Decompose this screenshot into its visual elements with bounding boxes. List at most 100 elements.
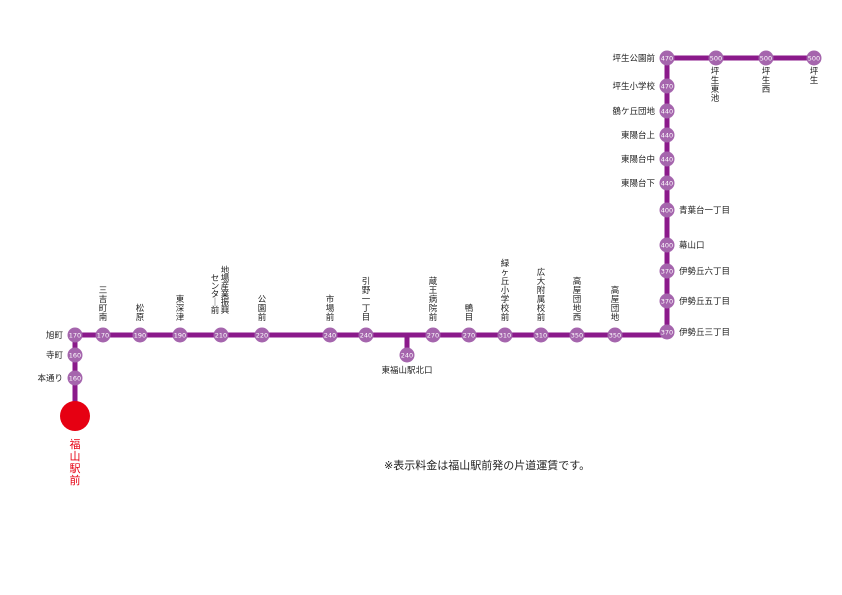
stop-label-miyoshi-minami: 三吉町南 [99,286,108,323]
stop-label-koen-mae: 公園前 [258,295,267,323]
fare-tsubo-school: 470 [661,82,673,90]
stop-marker-tsubo-nishi [758,50,774,66]
stop-marker-ichiba-mae [322,327,338,343]
stop-label-ise-6: 伊勢丘六丁目 [679,266,730,277]
stop-marker-tsubo-higashiike [708,50,724,66]
stop-label-ise-3: 伊勢丘三丁目 [679,327,730,338]
stop-label-jiba-center-col1: 地場産業振興 [221,265,230,316]
stop-marker-miyoshi-minami [95,327,111,343]
stop-marker-kamome [461,327,477,343]
fare-takaya-nishi: 350 [571,331,583,339]
stop-label-kamome: 鴨目 [465,303,474,323]
stop-label-kurao-byoin: 蔵王病院前 [429,276,438,323]
stop-label-tsubo-school: 坪生小学校 [612,81,655,92]
stop-label-matsuhiro: 松原 [136,303,145,323]
fare-matsuhiro: 190 [134,331,146,339]
terminal-label-char: 前 [70,473,81,487]
stop-label-makuyamaguchi: 幕山口 [679,240,705,251]
stop-marker-toyodai-shita [659,175,675,191]
fare-midorigaoka-school: 310 [499,331,511,339]
stop-marker-tsubo-koen [659,50,675,66]
fare-aobadai-1: 400 [661,206,673,214]
stop-label-tsubo-higashiike-col1: 坪生 [711,67,720,86]
fare-toyodai-naka: 440 [661,155,673,163]
stop-marker-toyodai-ue [659,127,675,143]
stop-label-hiro-fuzoku: 広大附属校前 [537,267,546,323]
fare-kamome: 270 [463,331,475,339]
fare-hikino-1: 240 [360,331,372,339]
fare-motodori: 160 [69,374,81,382]
stop-label-tsubo-nishi: 坪生西 [762,67,771,95]
fare-higashi-fukatsu: 190 [174,331,186,339]
stop-marker-tsubo-school [659,78,675,94]
stop-marker-jiba-center [213,327,229,343]
fare-tsubo: 500 [808,54,820,62]
stop-label-tsubo-koen: 坪生公園前 [612,53,655,64]
stop-marker-koen-mae [254,327,270,343]
fare-toyodai-ue: 440 [661,131,673,139]
fare-ise-6: 370 [661,267,673,275]
stop-marker-higashi-fukatsu [172,327,188,343]
fare-tsubo-koen: 470 [661,54,673,62]
stop-label-toyodai-shita: 東陽台下 [621,178,656,189]
fare-tsubo-nishi: 500 [760,54,772,62]
fare-miyoshi-minami: 170 [97,331,109,339]
stop-marker-hiro-fuzoku [533,327,549,343]
fare-takaya-danchi: 350 [609,331,621,339]
stop-marker-takaya-nishi [569,327,585,343]
stop-marker-makuyamaguchi [659,237,675,253]
terminal-label-char: 駅 [70,462,81,475]
stop-label-jiba-center-col2: センタ｜前 [211,274,220,316]
stop-marker-aobadai-1 [659,202,675,218]
terminal-stop-marker [60,401,90,431]
stop-label-asahimachi: 旭町 [46,330,64,341]
stop-label-midorigaoka-school: 緑ヶ丘小学校前 [501,258,510,323]
stop-marker-kurao-byoin [425,327,441,343]
main-route-line [72,55,817,405]
stop-label-tsurugaoka: 鶴ケ丘団地 [612,106,655,117]
stop-marker-higashi-fukuyama-kitaguchi [399,347,415,363]
stop-marker-matsuhiro [132,327,148,343]
fare-asahimachi: 170 [69,331,81,339]
fare-hiro-fuzoku: 310 [535,331,547,339]
terminal-label-char: 福 [70,437,81,451]
stop-marker-teramachi [67,347,83,363]
stop-label-teramachi: 寺町 [46,351,64,361]
terminal-stop-label: 福山駅前 [70,437,81,487]
stop-label-motodori: 本通り [37,373,63,384]
stop-marker-ise-5 [659,293,675,309]
fare-higashi-fukuyama-kitaguchi: 240 [401,351,413,359]
stop-label-toyodai-naka: 東陽台中 [621,154,655,165]
fare-ichiba-mae: 240 [324,331,336,339]
terminal-label-char: 山 [70,450,81,463]
stop-marker-tsubo [806,50,822,66]
fare-kurao-byoin: 270 [427,331,439,339]
stop-label-higashi-fukatsu: 東深津 [176,294,185,323]
fare-tsubo-higashiike: 500 [710,54,722,62]
stop-label-hikino-1: 引野一丁目 [362,277,371,323]
stop-marker-midorigaoka-school [497,327,513,343]
stop-label-ichiba-mae: 市場前 [326,294,335,323]
fare-makuyamaguchi: 400 [661,241,673,249]
stop-marker-tsurugaoka [659,103,675,119]
stop-label-takaya-danchi: 高屋団地 [611,285,620,323]
stop-marker-takaya-danchi [607,327,623,343]
stop-marker-hikino-1 [358,327,374,343]
stop-label-ise-5: 伊勢丘五丁目 [679,296,730,307]
stop-marker-ise-3 [659,324,675,340]
fare-jiba-center: 210 [215,331,227,339]
fare-ise-5: 370 [661,297,673,305]
fare-tsurugaoka: 440 [661,107,673,115]
fare-note: ※表示料金は福山駅前発の片道運賃です。 [384,458,590,472]
stop-marker-motodori [67,370,83,386]
fare-ise-3: 370 [661,328,673,336]
fare-toyodai-shita: 440 [661,179,673,187]
stop-label-higashi-fukuyama-kitaguchi: 東福山駅北口 [381,365,432,376]
fare-koen-mae: 220 [256,331,268,339]
stop-marker-asahimachi [67,327,83,343]
stop-label-aobadai-1: 青葉台一丁目 [679,205,730,216]
route-lines [72,55,817,405]
